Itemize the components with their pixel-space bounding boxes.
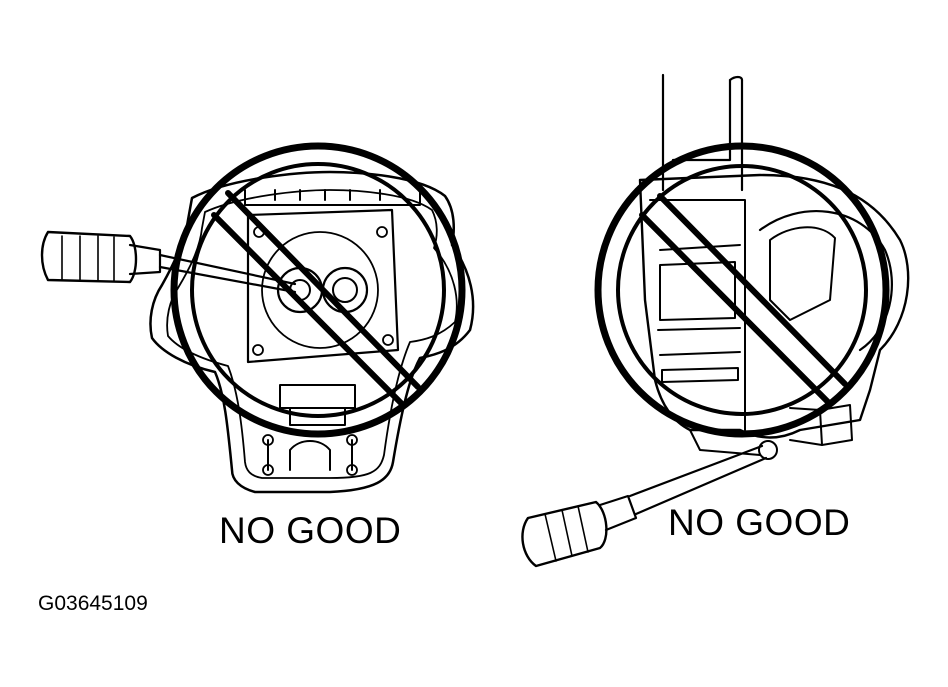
no-symbol-icon (594, 142, 890, 438)
no-symbol-icon (170, 142, 466, 438)
figure-code-label: G03645109 (38, 592, 148, 615)
screwdriver-icon (521, 444, 768, 568)
airbag-side-illustration (638, 73, 910, 460)
screwdriver-icon (40, 230, 297, 294)
right-verdict-label: NO GOOD (668, 502, 851, 543)
left-verdict-label: NO GOOD (219, 510, 402, 551)
